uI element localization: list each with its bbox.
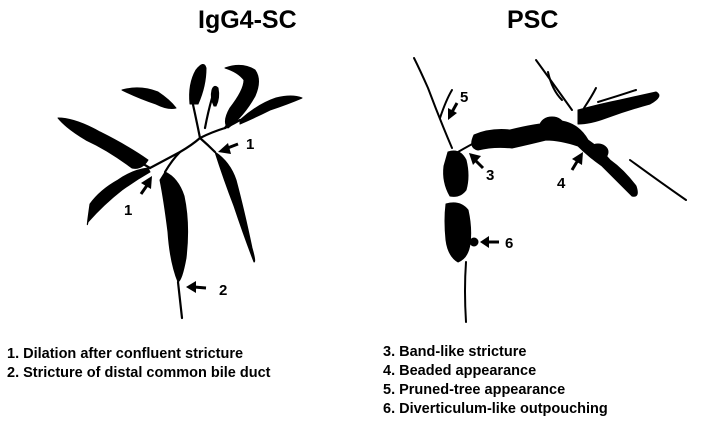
marker-6: 6 [505,235,513,252]
arrow-3 [473,158,485,170]
marker-3: 3 [486,167,494,184]
psc-title: PSC [507,6,559,34]
common-bile-duct [159,171,189,283]
legend-item-5: 5. Pruned-tree appearance [383,382,566,398]
lower-left-branch [86,167,151,226]
marker-5: 5 [460,89,468,106]
psc-legend: 3. Band-like stricture 4. Beaded appeara… [383,343,608,419]
marker-1-left: 1 [124,202,132,219]
upper-right-segment [577,91,660,125]
legend-item-6: 6. Diverticulum-like outpouching [383,401,608,417]
igg4-sc-duct-tree [57,64,303,320]
igg4-sc-title: IgG4-SC [198,6,297,34]
arrow-1-right-head [218,143,231,154]
psc-arrows [448,102,583,248]
igg4-sc-legend: 1. Dilation after confluent stricture 2.… [7,345,270,383]
diverticulum [469,237,479,247]
marker-1-right: 1 [246,136,254,153]
psc-vertical-duct-upper [443,150,469,197]
arrow-1-left-head [141,176,152,189]
top-bud [210,85,220,107]
top-center-branch [189,64,207,105]
marker-2: 2 [219,282,227,299]
top-left-branch [121,87,177,109]
upper-right-branch [224,64,259,129]
arrow-2-head [186,281,196,293]
arrow-4-head [572,152,583,165]
psc-vertical-duct-mid [444,202,472,263]
legend-item-4: 4. Beaded appearance [383,363,537,379]
psc-duct-tree [413,57,687,323]
right-horizontal-branch [239,95,303,125]
arrow-5 [450,102,459,113]
long-right-branch [214,151,256,263]
legend-item-3: 3. Band-like stricture [383,344,527,360]
arrow-5-head [448,108,457,120]
legend-item-1: 1. Dilation after confluent stricture [7,346,244,362]
arrow-6-head [480,236,489,248]
arrow-3-head [469,153,481,165]
upper-left-branch [57,117,149,169]
marker-4: 4 [557,175,566,192]
igg4-sc-arrows [139,142,239,293]
legend-item-2: 2. Stricture of distal common bile duct [7,365,271,381]
